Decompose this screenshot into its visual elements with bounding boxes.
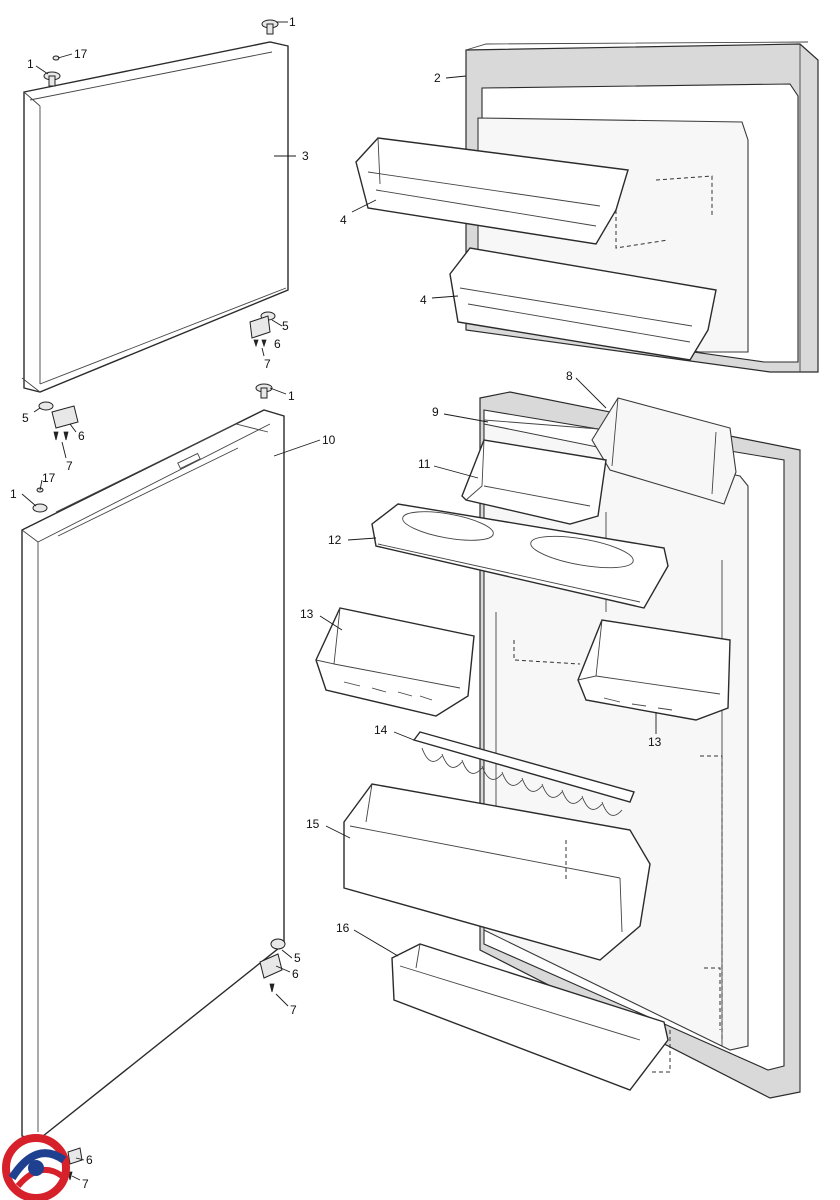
callout-7: 7	[290, 1003, 297, 1017]
lower-door-bottom-hinge-parts	[67, 1147, 83, 1181]
upper-hinge-pin-top-right	[261, 19, 279, 35]
callout-8: 8	[566, 369, 573, 383]
leader-lines	[21, 21, 657, 1181]
callout-17: 17	[74, 47, 88, 61]
callout-13: 13	[300, 607, 314, 621]
bottle-retainer	[412, 731, 635, 816]
callout-1: 1	[27, 57, 34, 71]
callout-17: 17	[42, 471, 56, 485]
callout-7: 7	[264, 357, 271, 371]
door-bin-right	[577, 619, 731, 721]
callout-5: 5	[294, 951, 301, 965]
callout-12: 12	[328, 533, 342, 547]
door-bin-left	[315, 607, 475, 717]
callout-6: 6	[86, 1153, 93, 1167]
callout-15: 15	[306, 817, 320, 831]
callout-4: 4	[340, 213, 347, 227]
upper-door-panel	[21, 41, 289, 393]
brand-logo	[2, 1134, 70, 1200]
bottom-door-bin	[391, 943, 671, 1091]
egg-tray	[371, 503, 669, 609]
callout-6: 6	[274, 337, 281, 351]
callout-1: 1	[289, 15, 296, 29]
callout-4: 4	[420, 293, 427, 307]
callout-11: 11	[418, 457, 431, 471]
callout-7: 7	[82, 1177, 89, 1191]
upper-door-right-hinge-parts	[249, 311, 276, 348]
bottle-bin	[343, 783, 651, 961]
callout-10: 10	[322, 433, 336, 447]
lower-hinge-pin-top-right	[255, 383, 273, 399]
callout-13: 13	[648, 735, 662, 749]
callout-5: 5	[22, 411, 29, 425]
upper-door-shelf-top	[355, 137, 629, 245]
callout-7: 7	[66, 459, 73, 473]
callout-6: 6	[78, 429, 85, 443]
callout-5: 5	[282, 319, 289, 333]
callout-9: 9	[432, 405, 439, 419]
callout-14: 14	[374, 723, 388, 737]
lower-door-right-hinge-parts	[259, 938, 286, 993]
upper-door-shelf-bottom	[449, 247, 717, 361]
upper-door-left-hinge-parts	[38, 401, 79, 441]
lower-door-panel	[21, 409, 285, 1141]
upper-hinge-pin-top-left	[43, 55, 61, 87]
callout-16: 16	[336, 921, 350, 935]
callout-1: 1	[288, 389, 295, 403]
callout-2: 2	[434, 71, 441, 85]
dairy-compartment	[461, 439, 607, 525]
callout-1: 1	[10, 487, 17, 501]
dairy-compartment-cover	[591, 397, 737, 505]
lower-hinge-pin-left	[32, 487, 48, 513]
callout-3: 3	[302, 149, 309, 163]
callout-labels: 1 17 1 2 3 4 4 5 6 7 1 5 6 7 10 17 1 8 9…	[10, 15, 662, 1191]
callout-6: 6	[292, 967, 299, 981]
